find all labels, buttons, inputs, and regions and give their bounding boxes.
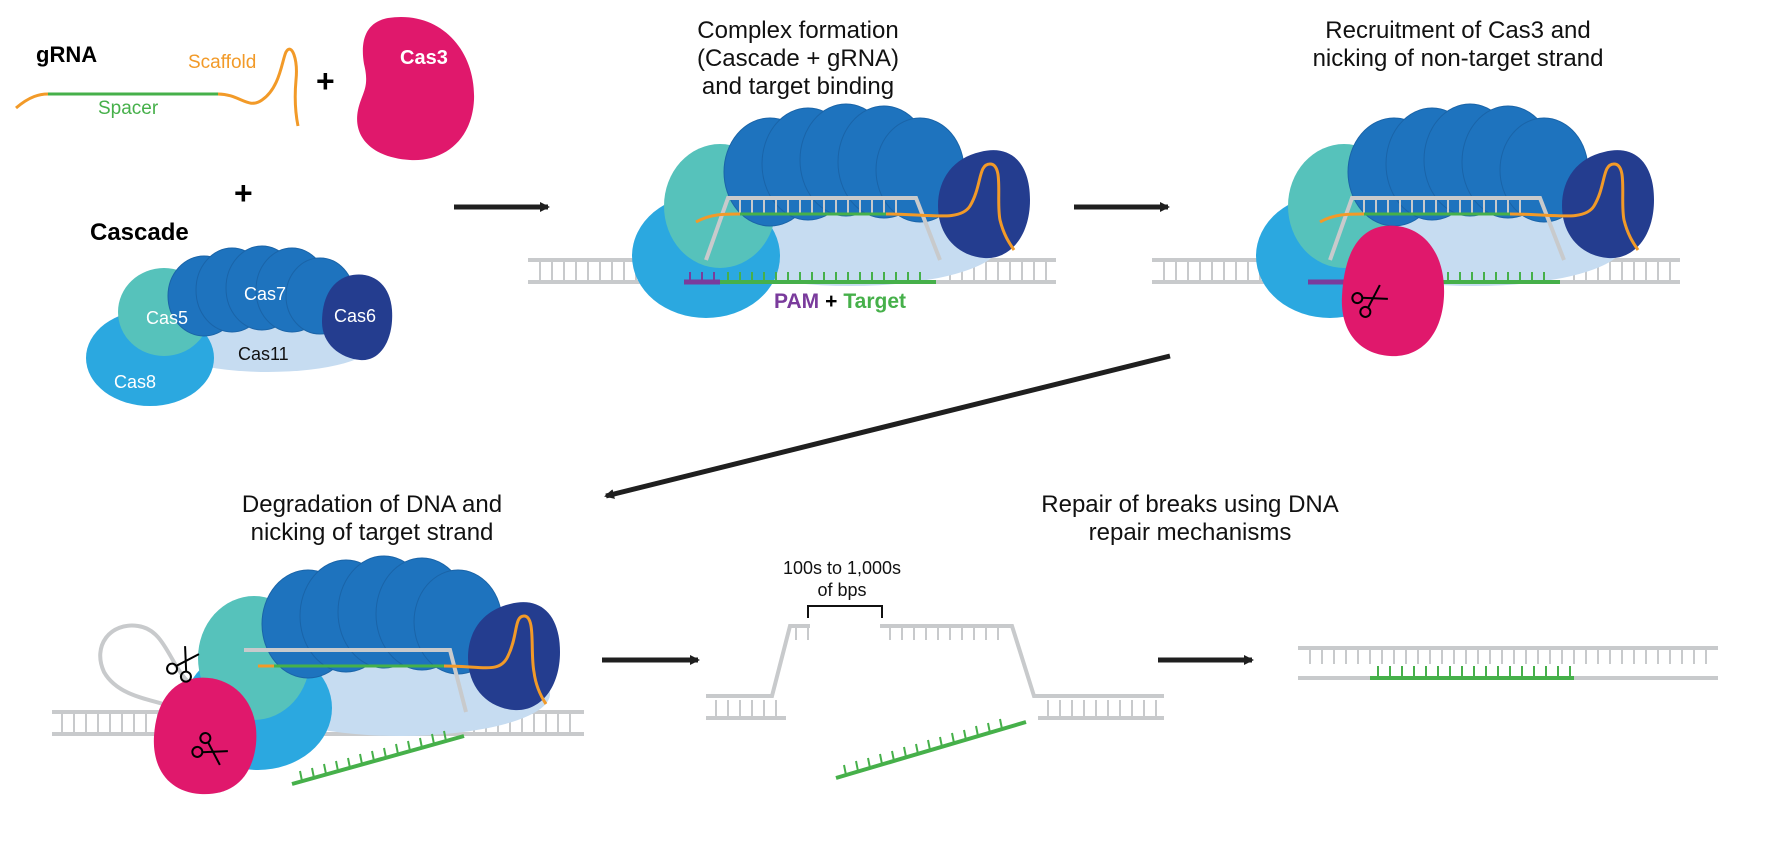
grna-label: gRNA (36, 42, 97, 67)
grna-scaffold-strand (15, 47, 300, 127)
step-complex-line-3: and target binding (702, 73, 894, 100)
breaks-panel: Repair of breaks using DNA repair mechan… (706, 491, 1339, 780)
pam-label: PAM (774, 290, 819, 313)
pam-target-plus: + (825, 290, 837, 313)
released-target-strand-4 (291, 734, 465, 786)
cas7-backbone (167, 245, 355, 337)
broken-dna (706, 624, 1164, 720)
step-recruit-line-2: nicking of non-target strand (1313, 45, 1604, 72)
step-complex-line-1: Complex formation (697, 17, 898, 44)
cas3-bound-2 (1341, 225, 1445, 357)
cas3-label: Cas3 (400, 47, 448, 69)
cas6-subunit (322, 274, 393, 361)
plus-sign-1: + (316, 63, 335, 99)
step-repair-line-1: Repair of breaks using DNA (1041, 491, 1338, 518)
cas3-recruitment-panel: Recruitment of Cas3 and nicking of non-t… (1152, 17, 1680, 357)
cascade-label: Cascade (90, 219, 189, 246)
target-label: Target (843, 290, 906, 313)
degradation-panel: Degradation of DNA and nicking of target… (52, 491, 584, 795)
cas7-backbone-complex-4 (261, 555, 503, 679)
cas7-backbone-complex-1 (723, 103, 965, 227)
cas3-protein (357, 16, 475, 161)
spacer-label: Spacer (98, 98, 159, 119)
repaired-panel (1298, 646, 1718, 680)
gap-bracket (807, 605, 883, 618)
components-panel: gRNA Scaffold Spacer + Cas3 + Cascade Ca… (15, 16, 475, 406)
cas11-label: Cas11 (238, 344, 289, 364)
step-recruit-line-1: Recruitment of Cas3 and (1325, 17, 1590, 44)
step-complex-line-2: (Cascade + gRNA) (697, 45, 899, 72)
cas6-complex-1 (938, 150, 1030, 259)
cas5-label: Cas5 (146, 308, 188, 328)
step-repair-line-2: repair mechanisms (1089, 519, 1292, 546)
arrow-step-3 (604, 353, 1171, 499)
bps-label-line-2: of bps (817, 580, 866, 600)
complex-formation-panel: Complex formation (Cascade + gRNA) and t… (528, 17, 1056, 318)
grna-in-complex-1 (695, 162, 1016, 251)
scissors-icon-top (166, 646, 200, 683)
plus-sign-2: + (234, 175, 253, 211)
cas6-label: Cas6 (334, 306, 376, 326)
non-target-strand-1 (704, 196, 942, 261)
pam-target-legend: PAM + Target (774, 290, 906, 313)
cas8-label: Cas8 (114, 372, 156, 392)
released-target-strand-5 (835, 720, 1027, 780)
scissors-icon (1351, 284, 1388, 318)
step-degrade-line-1: Degradation of DNA and (242, 491, 502, 518)
cas7-backbone-complex-2 (1347, 103, 1589, 227)
scaffold-label: Scaffold (188, 52, 256, 73)
cas7-label: Cas7 (244, 284, 286, 304)
step-degrade-line-2: nicking of target strand (251, 519, 494, 546)
scissors-icon-bottom (191, 732, 228, 766)
bps-label-line-1: 100s to 1,000s (783, 558, 901, 578)
